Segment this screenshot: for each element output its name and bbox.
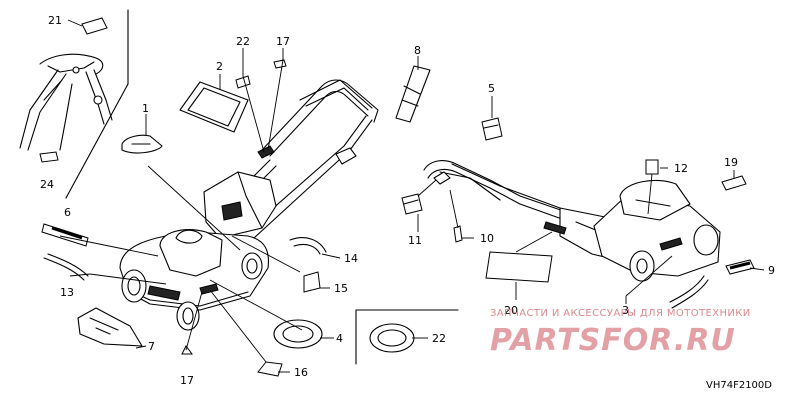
callout-16: 16 [294, 366, 308, 379]
callout-3: 3 [622, 304, 629, 317]
watermark: ЗАПЧАСТИ И АКСЕССУАРЫ ДЛЯ МОТОТЕХНИКИ PA… [490, 308, 751, 358]
callout-11: 11 [408, 234, 422, 247]
callout-24: 24 [40, 178, 54, 191]
loose-decals-right [401, 117, 755, 309]
loose-decals-left [41, 59, 431, 377]
decal-inset-22 [355, 309, 459, 365]
callout-13: 13 [60, 286, 74, 299]
callout-17: 17 [180, 374, 194, 387]
callout-4: 4 [336, 332, 343, 345]
callout-5: 5 [488, 82, 495, 95]
mower-front-view [119, 79, 379, 331]
mower-side-view [423, 160, 721, 282]
callout-19: 19 [724, 156, 738, 169]
callout-7: 7 [148, 340, 155, 353]
leader-lines [59, 48, 765, 373]
callout-6: 6 [64, 206, 71, 219]
callout-2: 2 [216, 60, 223, 73]
handle-inset [19, 9, 129, 199]
watermark-subtitle: ЗАПЧАСТИ И АКСЕССУАРЫ ДЛЯ МОТОТЕХНИКИ [490, 308, 751, 319]
callout-20: 20 [504, 304, 518, 317]
callout-9: 9 [768, 264, 775, 277]
callout-14: 14 [344, 252, 358, 265]
part-callouts: 21 24 1 2 22 17 8 6 13 7 14 15 4 16 17 2… [40, 14, 775, 387]
callout-12: 12 [674, 162, 688, 175]
callout-10: 10 [480, 232, 494, 245]
callout-18: 17 [276, 35, 290, 48]
callout-1: 1 [142, 102, 149, 115]
watermark-brand: PARTSFOR.RU [490, 323, 736, 358]
callout-21: 22 [236, 35, 250, 48]
diagram-code: VH74F2100D [706, 380, 772, 391]
callout-22: 22 [432, 332, 446, 345]
callout-15: 15 [334, 282, 348, 295]
callout-8: 8 [414, 44, 421, 57]
callout-23: 21 [48, 14, 62, 27]
